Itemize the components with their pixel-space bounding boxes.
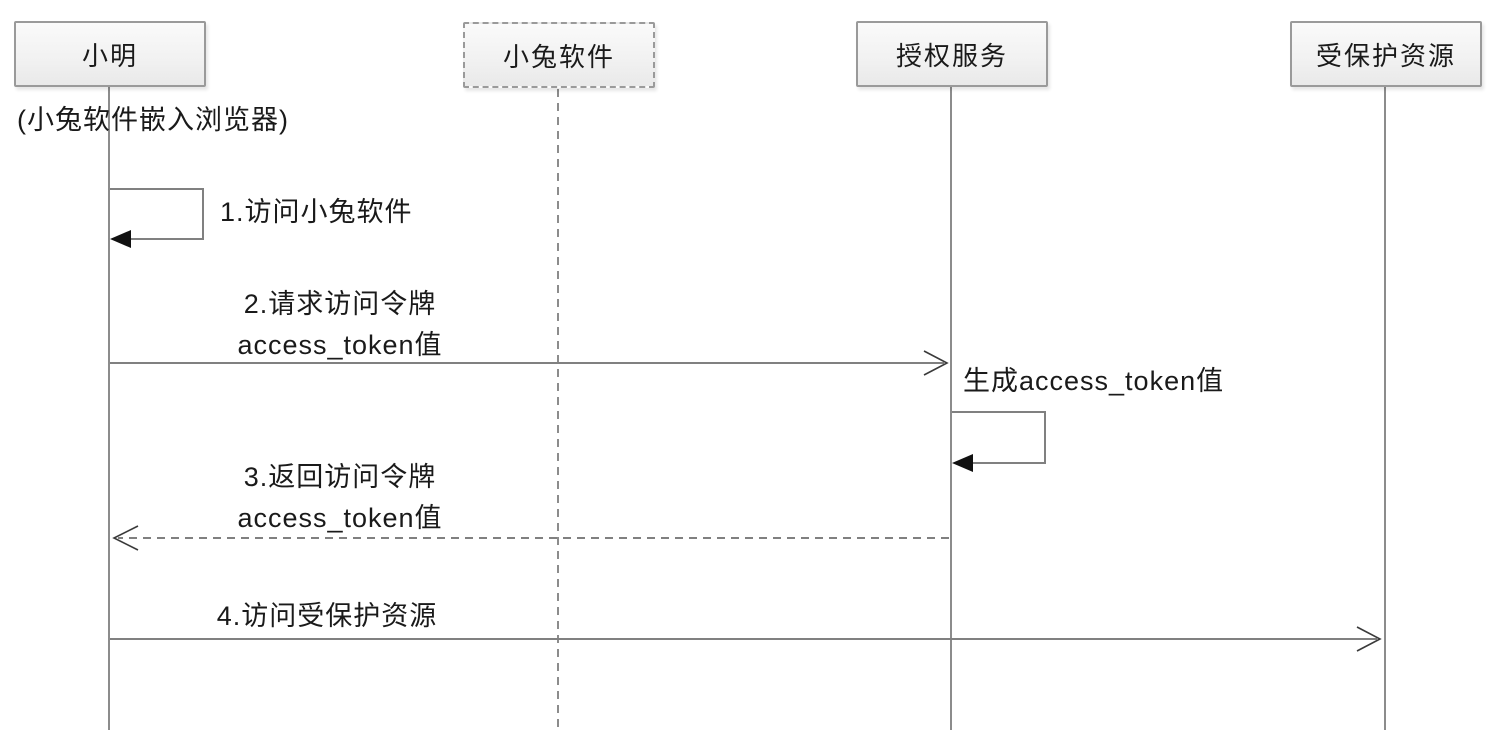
actor-label-xiaoming: 小明 [81, 40, 138, 71]
message-3-label-line1: 3.返回访问令牌 [243, 462, 437, 492]
actor-box-protected-resource: 受保护资源 [1290, 21, 1482, 87]
message-3-open-arrowhead [112, 525, 139, 551]
generate-token-self-loop [952, 411, 1046, 464]
message-2-label: 2.请求访问令牌 access_token值 [210, 284, 470, 366]
generate-token-label: 生成access_token值 [963, 366, 1225, 396]
actor-box-auth-service: 授权服务 [856, 21, 1048, 87]
message-1-self-loop [110, 188, 204, 240]
actor-label-protected-resource: 受保护资源 [1315, 40, 1456, 71]
actor-sublabel-xiaoming: (小兔软件嵌入浏览器) [17, 105, 289, 135]
generate-token-filled-arrowhead [952, 454, 973, 472]
message-3-label-line2: access_token值 [237, 503, 443, 533]
message-3-label: 3.返回访问令牌 access_token值 [210, 457, 470, 539]
actor-label-auth-service: 授权服务 [895, 40, 1008, 71]
message-1-filled-arrowhead [110, 230, 131, 248]
message-4-label: 4.访问受保护资源 [216, 601, 438, 631]
message-2-label-line2: access_token值 [237, 330, 443, 360]
actor-box-xiaoming: 小明 [14, 21, 206, 87]
actor-box-xiaotu-software: 小兔软件 [463, 22, 655, 88]
message-2-open-arrowhead [923, 350, 949, 376]
message-4-open-arrowhead [1356, 626, 1382, 652]
actor-label-xiaotu-software: 小兔软件 [502, 41, 615, 72]
message-1-label: 1.访问小兔软件 [220, 197, 413, 227]
message-2-label-line1: 2.请求访问令牌 [243, 289, 437, 319]
